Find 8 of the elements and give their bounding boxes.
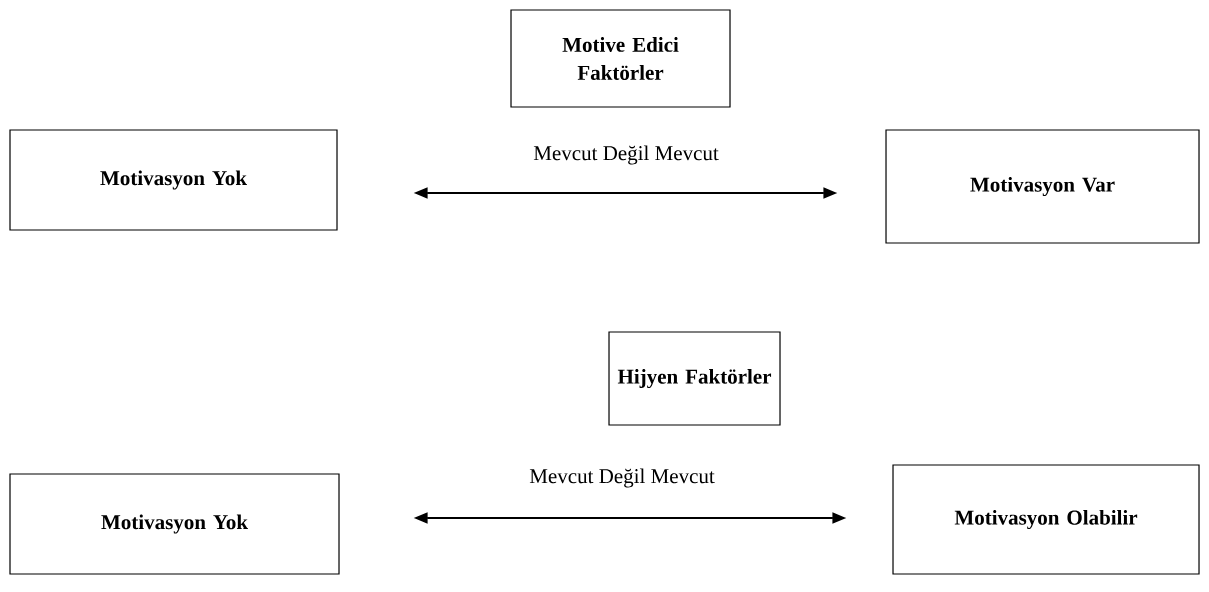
text-box: Motive Edici Faktörler — [510, 9, 731, 108]
edge-label: Mevcut Değil Mevcut — [533, 145, 719, 165]
text-box: Motivasyon Yok — [9, 473, 340, 575]
text-box: Hijyen Faktörler — [608, 331, 781, 426]
text-box: Motivasyon Var — [885, 129, 1200, 244]
text-box: Motivasyon Yok — [9, 129, 338, 231]
text-box: Motivasyon Olabilir — [892, 464, 1200, 575]
edge-label: Mevcut Değil Mevcut — [529, 468, 715, 488]
